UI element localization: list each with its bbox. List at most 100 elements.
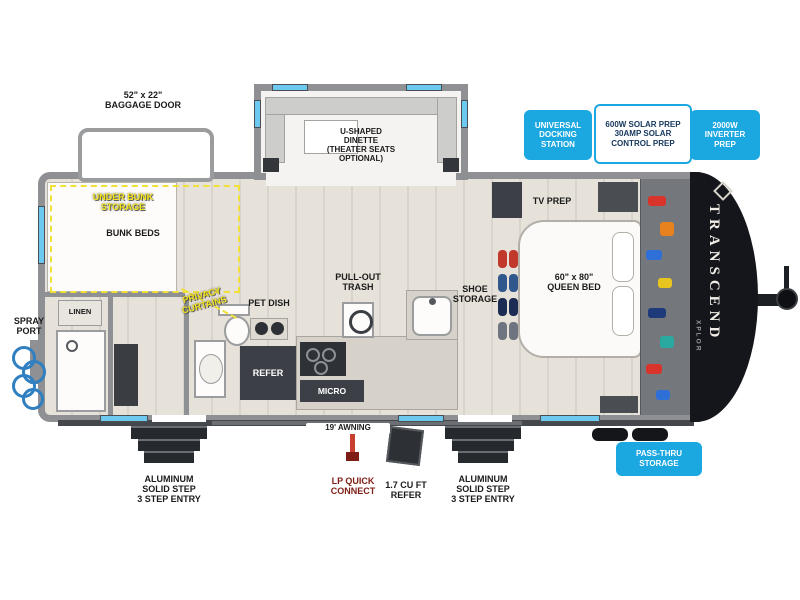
faucet-icon bbox=[429, 298, 436, 305]
trash-bin-icon bbox=[349, 310, 373, 334]
pet-dish-label: PET DISH bbox=[248, 298, 290, 308]
steps-right-label: ALUMINUM SOLID STEP 3 STEP ENTRY bbox=[451, 474, 515, 505]
window bbox=[38, 206, 45, 264]
gear-item bbox=[648, 196, 666, 206]
pet-dish-bowl-icon bbox=[271, 322, 284, 335]
shower-stall bbox=[56, 330, 106, 412]
under-bunk-storage-label: UNDER BUNK STORAGE bbox=[92, 192, 154, 213]
callout-pass-thru-storage-label: PASS-THRU STORAGE bbox=[635, 449, 683, 468]
window bbox=[461, 100, 468, 128]
gear-item bbox=[648, 308, 666, 318]
micro-label: MICRO bbox=[317, 385, 347, 396]
lp-quick-connect-label: LP QUICK CONNECT bbox=[330, 476, 376, 497]
refer-cabinet: REFER bbox=[240, 346, 296, 400]
brand-sub-text: XPLOR bbox=[694, 320, 702, 353]
dinette-bench-top bbox=[265, 97, 457, 115]
hitch-jack-wheel bbox=[776, 288, 798, 310]
wheel bbox=[592, 428, 628, 441]
pull-out-trash-label: PULL-OUT TRASH bbox=[335, 272, 381, 293]
callout-universal-docking: UNIVERSAL DOCKING STATION bbox=[524, 110, 592, 160]
microwave: MICRO bbox=[300, 380, 364, 402]
lp-quick-connect-valve bbox=[346, 452, 359, 461]
entry-step bbox=[144, 451, 194, 463]
callout-inverter-prep-label: 2000W INVERTER PREP bbox=[704, 120, 746, 149]
pillow bbox=[612, 232, 634, 282]
shoe-icon bbox=[509, 274, 518, 292]
dinette-table bbox=[304, 120, 358, 154]
interior-wall bbox=[45, 292, 185, 297]
linen-cabinet bbox=[58, 300, 102, 326]
spray-port-label: SPRAY PORT bbox=[13, 316, 45, 337]
entry-step bbox=[138, 439, 200, 451]
compact-refer-label: 1.7 CU FT REFER bbox=[385, 480, 427, 501]
spray-hose-coil-icon bbox=[22, 388, 44, 410]
gear-item bbox=[646, 250, 662, 260]
interior-wall bbox=[184, 297, 189, 415]
shoe-icon bbox=[498, 298, 507, 316]
entry-door-opening bbox=[458, 415, 512, 422]
entry-step bbox=[452, 439, 514, 451]
window bbox=[398, 415, 444, 422]
window bbox=[100, 415, 148, 422]
vanity-sink bbox=[199, 354, 223, 384]
gear-item bbox=[658, 278, 672, 288]
bunk-beds-label: BUNK BEDS bbox=[106, 228, 160, 238]
pillow bbox=[612, 286, 634, 336]
toilet-tank bbox=[218, 304, 250, 316]
awning-label: 19' AWNING bbox=[306, 423, 390, 434]
shower-head-icon bbox=[66, 340, 78, 352]
shoe-storage-label: SHOE STORAGE bbox=[452, 284, 498, 305]
window bbox=[406, 84, 442, 91]
baggage-door-label: 52" x 22" BAGGAGE DOOR bbox=[104, 90, 181, 111]
brand-text: TRANSCEND bbox=[706, 204, 722, 343]
window bbox=[272, 84, 308, 91]
gear-item bbox=[656, 390, 670, 400]
gear-item bbox=[660, 336, 674, 348]
refer-label: REFER bbox=[252, 367, 284, 378]
steps-left-label: ALUMINUM SOLID STEP 3 STEP ENTRY bbox=[137, 474, 201, 505]
utility-cabinet bbox=[114, 344, 138, 406]
compact-refer bbox=[385, 426, 425, 466]
baggage-door bbox=[78, 128, 214, 182]
slide-speaker-left bbox=[263, 158, 279, 172]
nightstand bbox=[598, 182, 638, 212]
front-cap bbox=[690, 172, 758, 422]
callout-solar-prep: 600W SOLAR PREP 30AMP SOLAR CONTROL PREP bbox=[594, 104, 692, 164]
tv-prep-label: TV PREP bbox=[532, 196, 572, 206]
dinette-label: U-SHAPED DINETTE (THEATER SEATS OPTIONAL… bbox=[326, 127, 396, 163]
toilet-bowl bbox=[224, 316, 250, 346]
nightstand bbox=[600, 396, 638, 413]
wardrobe-strip bbox=[640, 179, 692, 415]
burner-icon bbox=[306, 348, 320, 362]
slide-speaker-right bbox=[443, 158, 459, 172]
shoe-icon bbox=[509, 250, 518, 268]
linen-label: LINEN bbox=[68, 307, 92, 316]
entry-step bbox=[445, 426, 521, 439]
hitch-jack-stem bbox=[784, 266, 789, 296]
entry-step bbox=[131, 426, 207, 439]
burner-icon bbox=[322, 348, 336, 362]
shoe-icon bbox=[498, 274, 507, 292]
entry-step bbox=[458, 451, 508, 463]
bunk-beds-area bbox=[47, 182, 177, 292]
interior-wall bbox=[108, 297, 113, 415]
wheel bbox=[632, 428, 668, 441]
callout-solar-prep-label: 600W SOLAR PREP 30AMP SOLAR CONTROL PREP bbox=[605, 119, 681, 148]
queen-bed-label: 60" x 80" QUEEN BED bbox=[547, 272, 601, 293]
shoe-icon bbox=[498, 250, 507, 268]
callout-universal-docking-label: UNIVERSAL DOCKING STATION bbox=[534, 120, 582, 149]
burner-icon bbox=[314, 361, 328, 375]
gear-item bbox=[660, 222, 674, 236]
slide-opening bbox=[266, 168, 456, 186]
pet-dish-bowl-icon bbox=[255, 322, 268, 335]
window bbox=[254, 100, 261, 128]
shoe-icon bbox=[509, 298, 518, 316]
tv-prep-cabinet bbox=[492, 182, 522, 218]
dinette-bench-right bbox=[437, 97, 457, 163]
entry-door-opening bbox=[152, 415, 206, 422]
shoe-icon bbox=[509, 322, 518, 340]
callout-inverter-prep: 2000W INVERTER PREP bbox=[690, 110, 760, 160]
bunk-storage-outline bbox=[50, 185, 240, 293]
callout-pass-thru-storage: PASS-THRU STORAGE bbox=[616, 442, 702, 476]
